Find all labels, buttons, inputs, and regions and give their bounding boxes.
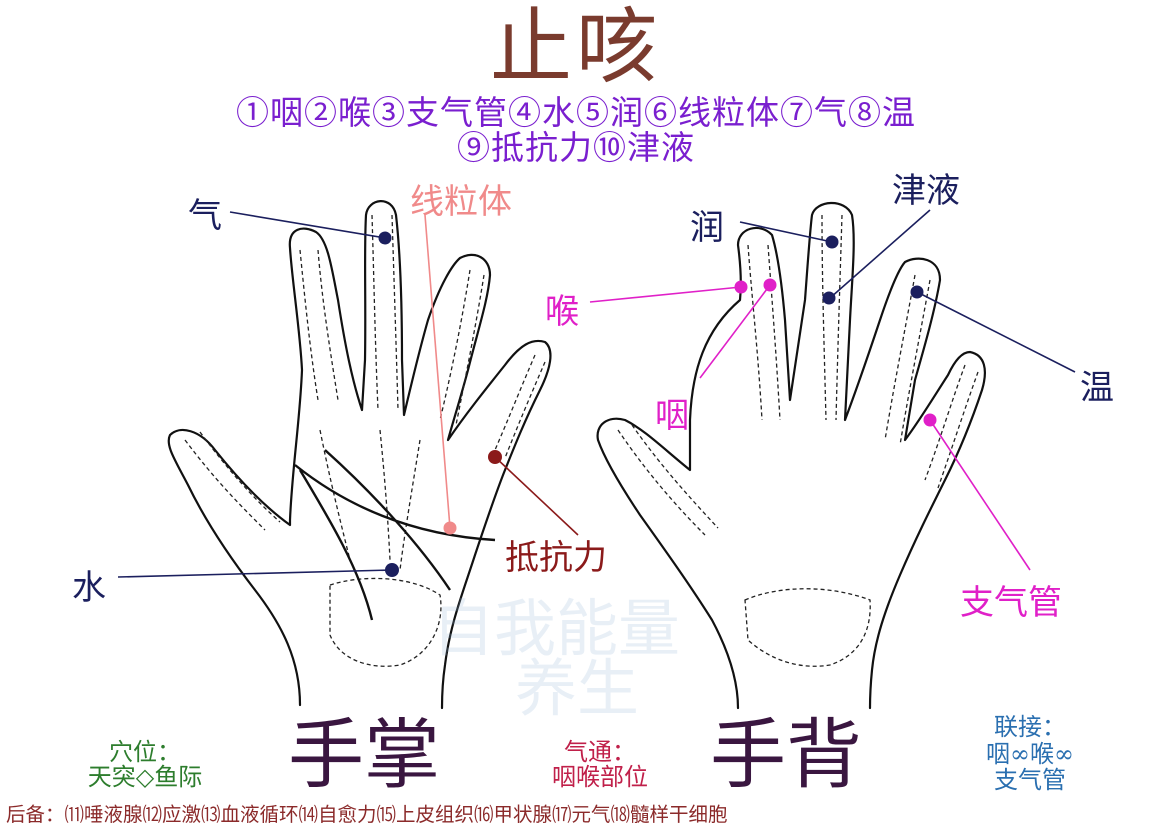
label-zhiqiguan: 支气管 [960, 583, 1062, 623]
lianjie-title: 联接： [994, 713, 1066, 741]
acupoint-title: 穴位： [109, 738, 181, 766]
connector-wen [916, 291, 1076, 373]
connector-xianliti [424, 214, 451, 529]
acupoint-dot-icon [825, 235, 839, 249]
acupoint-dot-icon [910, 285, 924, 299]
label-shui: 水 [72, 568, 106, 608]
acupoint-dot-icon [763, 278, 777, 292]
watermark-line2: 养生 [515, 652, 640, 725]
watermark-line1: 自我能量 [432, 592, 681, 665]
legend-line-2: ⑨抵抗力⑩津液 [457, 128, 695, 167]
acupoint-dot-icon [822, 291, 836, 305]
label-qi: 气 [188, 196, 222, 236]
label-run: 润 [690, 208, 724, 248]
lianjie-line2: 支气管 [994, 766, 1066, 794]
label-jinye: 津液 [892, 171, 960, 211]
label-yan: 咽 [655, 396, 689, 436]
acupoint-dot-icon [443, 521, 457, 535]
acupoint-dot-icon [378, 231, 392, 245]
label-wen: 温 [1080, 368, 1114, 408]
acupoint-dot-icon [923, 413, 937, 427]
page-title: 止咳 [489, 0, 662, 95]
acupoint-dot-icon [734, 280, 748, 294]
label-dikangli: 抵抗力 [505, 538, 607, 578]
connector-hou [589, 286, 742, 303]
lianjie-line1: 咽∞喉∞ [986, 740, 1074, 768]
palm-outline-icon [167, 200, 552, 710]
qitong-value: 咽喉部位 [552, 763, 648, 791]
acupoint-dot-icon [488, 450, 502, 464]
acupoint-dot-icon [385, 563, 399, 577]
acupoint-value: 天突◇鱼际 [87, 763, 203, 791]
connector-yan [699, 284, 771, 379]
label-xianliti: 线粒体 [410, 182, 512, 222]
label-hou: 喉 [545, 292, 579, 332]
palm-label: 手掌 [288, 710, 440, 799]
legend-line-1: ①咽②喉③支气管④水⑤润⑥线粒体⑦气⑧温 [236, 93, 916, 132]
back-label: 手背 [710, 710, 862, 799]
connector-zhiqiguan [929, 419, 1031, 571]
connector-run [739, 221, 833, 243]
footer-backup: 后备：⑾唾液腺⑿应激⒀血液循环⒁自愈力⒂上皮组织⒃甲状腺⒄元气⒅髓样干细胞 [6, 803, 728, 826]
connector-dikangli [494, 456, 579, 536]
hand-back-outline-icon [596, 201, 986, 710]
connector-qi [229, 211, 386, 239]
connector-shui [117, 569, 393, 578]
qitong-title: 气通： [564, 738, 636, 766]
connector-jinye [829, 209, 931, 299]
